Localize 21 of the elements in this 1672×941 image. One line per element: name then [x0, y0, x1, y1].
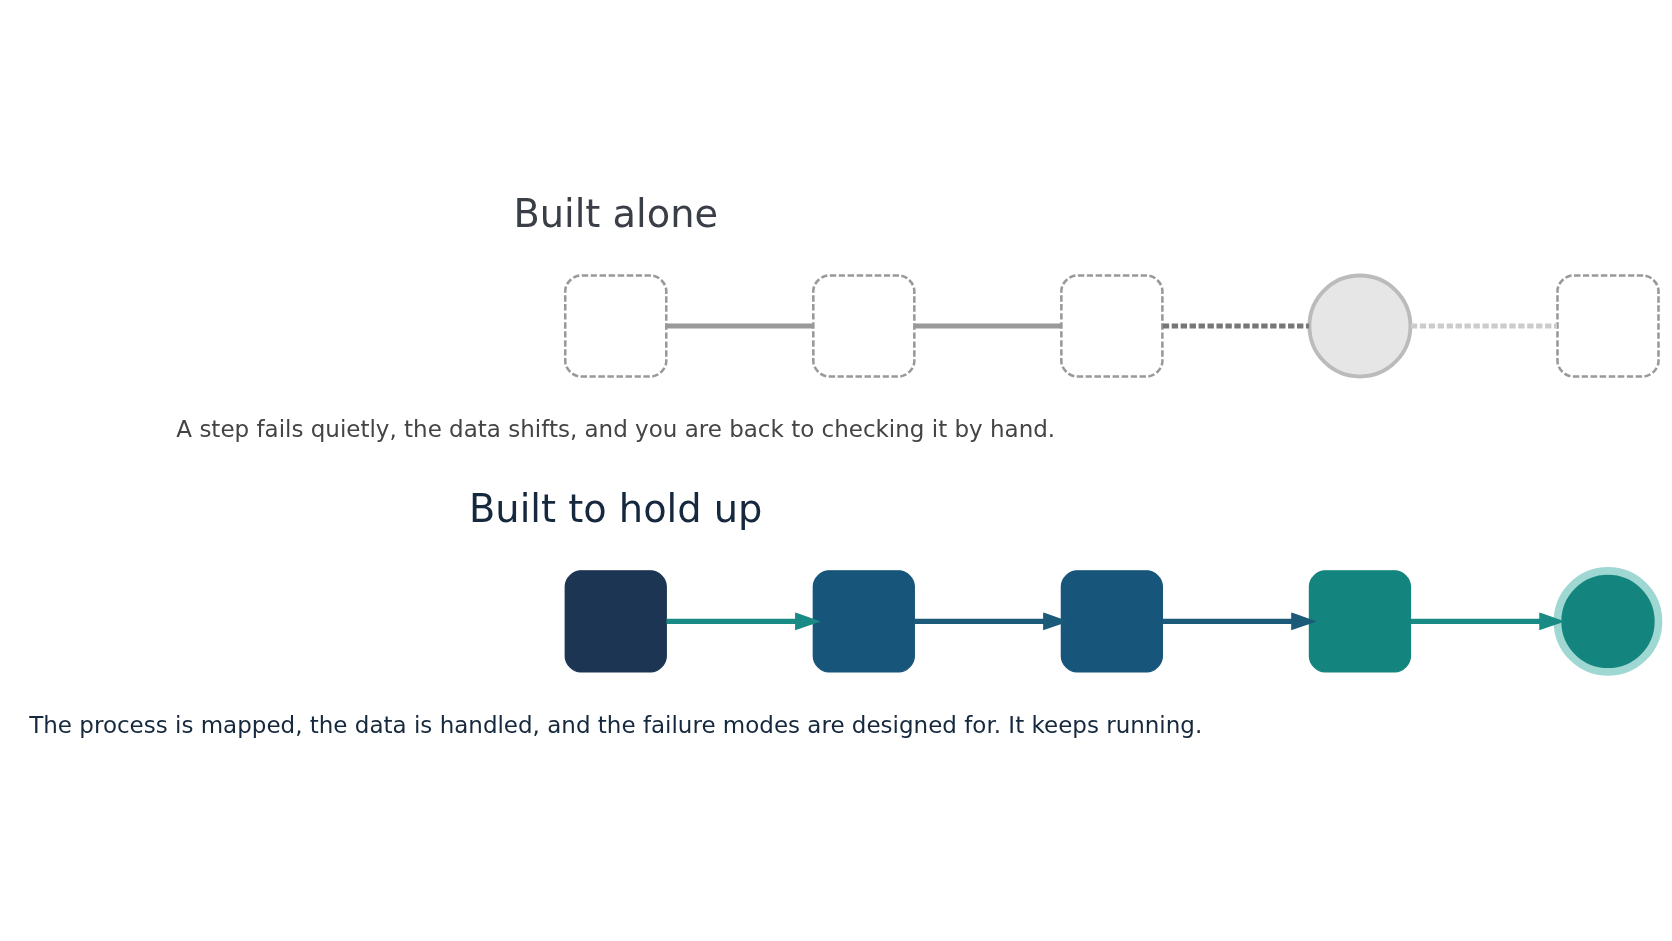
node-box: [1308, 570, 1412, 673]
arrow: [1162, 612, 1317, 631]
node-box: [1556, 274, 1660, 378]
node-box: [1060, 570, 1164, 673]
node-box: [812, 570, 915, 673]
arrow: [666, 612, 821, 631]
connector: [666, 323, 813, 329]
label: Built to hold up: [469, 486, 763, 532]
label: A step fails quietly, the data shifts, and you are back to checking it by hand.: [176, 416, 1056, 443]
connector: [914, 323, 1062, 329]
arrow: [1410, 612, 1565, 631]
connector: [1162, 323, 1310, 329]
node-box: [812, 274, 916, 378]
label: Built alone: [513, 190, 719, 236]
connector: [1410, 323, 1558, 329]
node-box: [1060, 274, 1164, 378]
node-circle: [1307, 273, 1413, 379]
node-circle: [1553, 567, 1663, 676]
node-box: [564, 570, 667, 673]
label: The process is mapped, the data is handled, and the failure modes are designed for. It keeps running.: [29, 711, 1203, 738]
node-box: [563, 274, 668, 378]
